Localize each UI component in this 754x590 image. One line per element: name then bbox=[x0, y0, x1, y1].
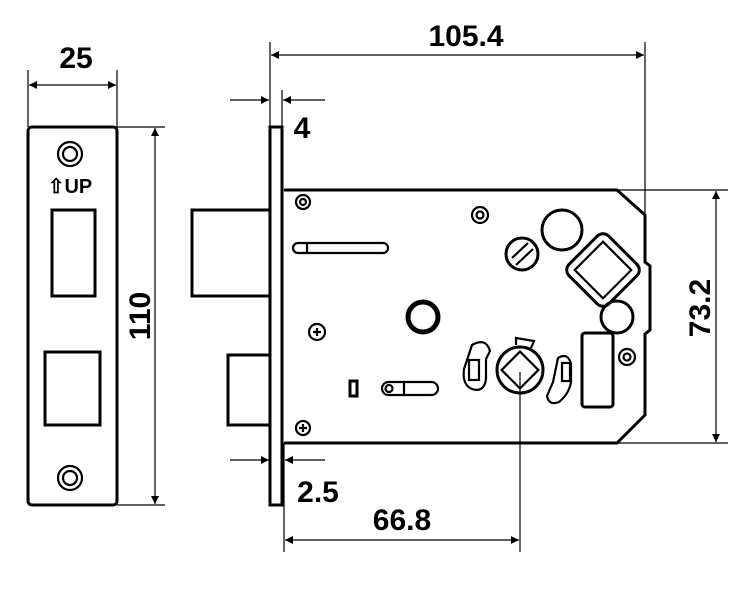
dimension-forend-thickness: 2.5 bbox=[230, 456, 339, 509]
dim-label-2-5: 2.5 bbox=[297, 476, 339, 509]
up-marking: ⇧UP bbox=[48, 176, 93, 198]
dim-label-66-8: 66.8 bbox=[373, 504, 431, 537]
dim-label-73-2: 73.2 bbox=[684, 279, 717, 337]
dimension-backset: 66.8 bbox=[283, 372, 521, 552]
dimension-faceplate-thickness: 4 bbox=[230, 90, 325, 145]
dim-label-25: 25 bbox=[59, 42, 92, 75]
dimension-case-length: 105.4 bbox=[269, 20, 646, 215]
dimension-faceplate-height: 110 bbox=[117, 126, 165, 506]
dimension-case-height: 73.2 bbox=[617, 189, 728, 444]
faceplate-front-view: ⇧UP bbox=[26, 125, 119, 507]
dimension-faceplate-width: 25 bbox=[27, 42, 118, 127]
follower-hub bbox=[565, 232, 641, 308]
dim-label-110: 110 bbox=[124, 292, 157, 340]
dim-label-105-4: 105.4 bbox=[428, 20, 503, 53]
lock-side-view bbox=[190, 125, 652, 507]
dim-label-4: 4 bbox=[294, 112, 311, 145]
